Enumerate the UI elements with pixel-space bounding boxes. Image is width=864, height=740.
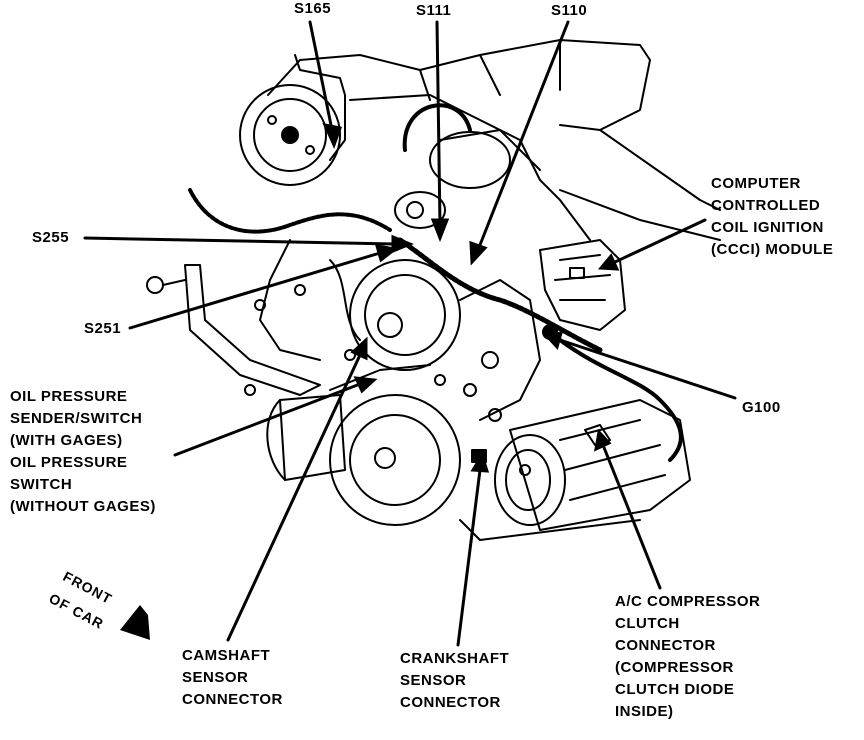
wire-harness-top xyxy=(402,103,472,152)
crankshaft-line: CONNECTOR xyxy=(400,694,501,711)
label-s251: S251 xyxy=(84,320,122,337)
label-s110: S110 xyxy=(551,2,588,19)
leader-s255 xyxy=(83,236,397,246)
ccci-module xyxy=(539,239,626,331)
ac-compressor xyxy=(509,399,691,531)
ac-line: INSIDE) xyxy=(615,703,674,720)
wire-harness-left xyxy=(188,188,392,234)
leader-ac xyxy=(601,443,662,590)
camshaft-line: CONNECTOR xyxy=(182,691,283,708)
oil-line: OIL PRESSURE xyxy=(10,388,128,405)
leader-ccci xyxy=(613,218,707,264)
leader-s251 xyxy=(128,251,382,330)
leader-s165 xyxy=(308,20,334,132)
front-arrow-icon xyxy=(120,605,150,640)
label-s111: S111 xyxy=(416,2,452,19)
label-ccci-module: COMPUTER CONTROLLED COIL IGNITION (CCCI)… xyxy=(711,173,833,261)
ccci-line: COMPUTER xyxy=(711,175,801,192)
power-steering-pulley xyxy=(239,84,341,186)
oil-line: (WITHOUT GAGES) xyxy=(10,498,156,515)
oil-line: (WITH GAGES) xyxy=(10,432,123,449)
camshaft-line: SENSOR xyxy=(182,669,249,686)
label-oil-pressure: OIL PRESSURE SENDER/SWITCH (WITH GAGES) … xyxy=(10,386,156,518)
oil-filter xyxy=(279,394,346,481)
ac-line: CONNECTOR xyxy=(615,637,716,654)
leader-s110 xyxy=(476,20,570,252)
leader-oil xyxy=(173,382,362,457)
oil-line: SWITCH xyxy=(10,476,73,493)
camshaft-line: CAMSHAFT xyxy=(182,647,271,664)
ccci-line: COIL IGNITION xyxy=(711,219,824,236)
label-g100: G100 xyxy=(742,399,781,416)
leader-g100 xyxy=(558,338,737,400)
label-crankshaft-sensor: CRANKSHAFT SENSOR CONNECTOR xyxy=(400,648,509,714)
oil-line: OIL PRESSURE xyxy=(10,454,128,471)
ac-line: CLUTCH DIODE xyxy=(615,681,735,698)
label-s165: S165 xyxy=(294,0,332,17)
crankshaft-line: SENSOR xyxy=(400,672,467,689)
leader-s111 xyxy=(435,20,442,227)
oil-line: SENDER/SWITCH xyxy=(10,410,143,427)
engine-block-outline xyxy=(267,39,651,131)
label-front-of-car: FRONT OF CAR xyxy=(44,568,164,648)
water-pump-pulley xyxy=(349,259,461,371)
crankshaft-line: CRANKSHAFT xyxy=(400,650,510,667)
ac-line: CLUTCH xyxy=(615,615,680,632)
ccci-line: CONTROLLED xyxy=(711,197,821,214)
crankshaft-pulley xyxy=(329,394,461,526)
ccci-line: (CCCI) MODULE xyxy=(711,241,834,258)
label-ac-compressor: A/C COMPRESSOR CLUTCH CONNECTOR (COMPRES… xyxy=(615,591,760,723)
label-camshaft-sensor: CAMSHAFT SENSOR CONNECTOR xyxy=(182,645,283,711)
mounting-bracket xyxy=(184,264,321,396)
leader-camshaft xyxy=(226,353,362,642)
ac-line: (COMPRESSOR xyxy=(615,659,734,676)
label-s255: S255 xyxy=(32,229,70,246)
ac-line: A/C COMPRESSOR xyxy=(615,593,761,610)
leader-crankshaft xyxy=(456,468,482,647)
